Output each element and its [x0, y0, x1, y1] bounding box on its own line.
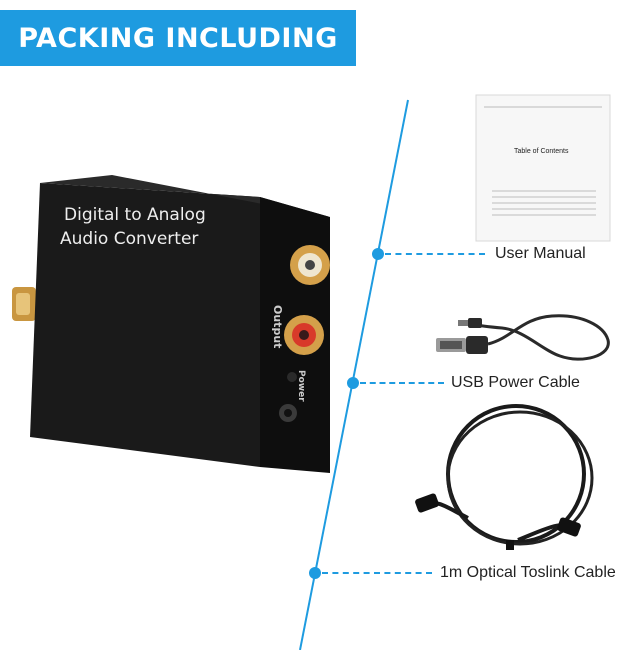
leader-line-usb	[360, 382, 444, 384]
item-label-optical-cable: 1m Optical Toslink Cable	[440, 564, 616, 581]
power-led	[287, 372, 297, 382]
output-label: Output	[271, 305, 284, 348]
header-title: PACKING INCLUDING	[18, 22, 338, 54]
header-banner: PACKING INCLUDING	[0, 10, 356, 66]
user-manual-photo: Table of Contents	[475, 94, 611, 242]
usb-power-cable-photo	[436, 314, 610, 361]
manual-heading: Table of Contents	[514, 148, 569, 155]
leader-line-manual	[385, 253, 485, 255]
device-label-line2: Audio Converter	[60, 229, 198, 249]
device-body	[30, 183, 260, 467]
leader-line-optical	[322, 572, 432, 574]
item-label-user-manual: User Manual	[495, 245, 586, 262]
leader-dot-usb	[347, 377, 359, 389]
item-label-usb-cable: USB Power Cable	[451, 374, 580, 391]
dac-converter-photo: Digital to Analog Audio Converter Output…	[12, 175, 330, 473]
device-label-line1: Digital to Analog	[64, 205, 206, 225]
leader-dot-manual	[372, 248, 384, 260]
optical-cable-photo	[415, 404, 594, 550]
leader-dot-optical	[309, 567, 321, 579]
power-label: Power	[296, 370, 306, 402]
